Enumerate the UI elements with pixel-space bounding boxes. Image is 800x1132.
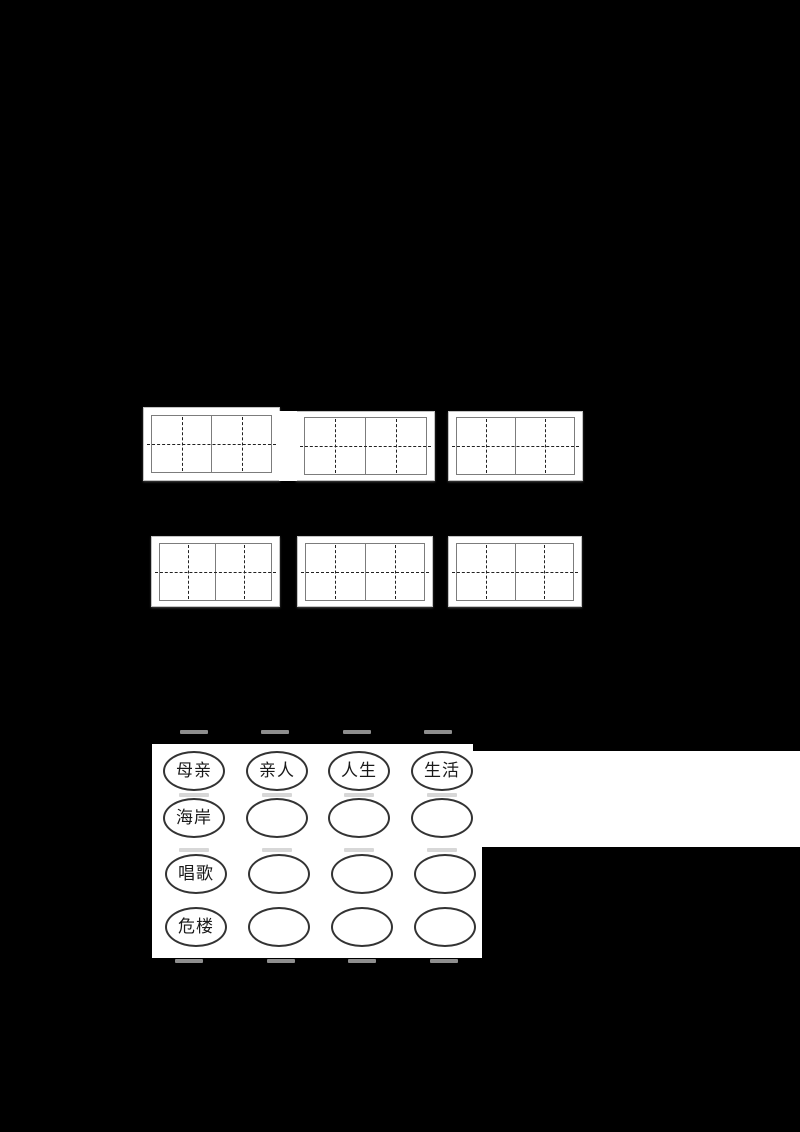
dashed-midline (452, 446, 579, 447)
word-oval: 生活 (411, 751, 473, 791)
dashed-midline (300, 446, 431, 447)
dashed-midline (155, 571, 276, 573)
empty-oval (331, 854, 393, 894)
writing-grid-box (448, 411, 583, 481)
empty-oval (331, 907, 393, 947)
empty-oval (328, 798, 390, 838)
scan-artifact (180, 730, 208, 734)
word-label: 危楼 (178, 916, 214, 937)
scan-artifact (343, 730, 371, 734)
word-oval: 危楼 (165, 907, 227, 947)
empty-oval (248, 907, 310, 947)
word-label: 亲人 (259, 760, 295, 781)
scan-artifact (430, 959, 458, 963)
dashed-midline (301, 571, 429, 573)
word-match-panel-upper-right (473, 751, 800, 847)
scan-artifact (261, 730, 289, 734)
empty-oval (414, 907, 476, 947)
word-oval: 人生 (328, 751, 390, 791)
scan-artifact (262, 793, 292, 797)
writing-grid-box (151, 536, 280, 607)
scan-artifact (427, 848, 457, 852)
word-label: 人生 (341, 760, 377, 781)
dashed-midline (452, 571, 578, 573)
word-oval: 母亲 (163, 751, 225, 791)
dashed-midline (147, 444, 276, 445)
scan-artifact (344, 793, 374, 797)
scan-artifact (179, 848, 209, 852)
scan-artifact (344, 848, 374, 852)
empty-oval (248, 854, 310, 894)
empty-oval (246, 798, 308, 838)
scan-artifact (175, 959, 203, 963)
word-oval: 亲人 (246, 751, 308, 791)
writing-grid-box (448, 536, 582, 607)
scan-artifact (267, 959, 295, 963)
scan-artifact (424, 730, 452, 734)
word-label: 海岸 (176, 807, 212, 828)
scan-artifact (279, 411, 297, 481)
scan-artifact (262, 848, 292, 852)
word-label: 生活 (424, 760, 460, 781)
scan-artifact (179, 793, 209, 797)
word-oval: 海岸 (163, 798, 225, 838)
empty-oval (411, 798, 473, 838)
empty-oval (414, 854, 476, 894)
scan-artifact (348, 959, 376, 963)
word-oval: 唱歌 (165, 854, 227, 894)
writing-grid-box (143, 407, 280, 481)
writing-grid-box (297, 536, 433, 607)
scan-artifact (427, 793, 457, 797)
word-label: 唱歌 (178, 863, 214, 884)
word-label: 母亲 (176, 760, 212, 781)
writing-grid-box (296, 411, 435, 481)
